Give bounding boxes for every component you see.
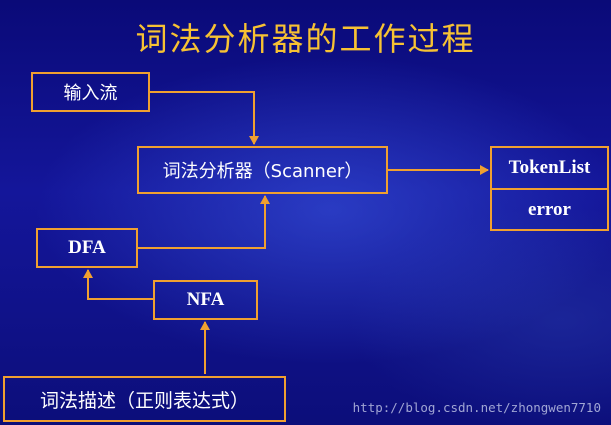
arrow-input-to-scanner: [150, 91, 259, 145]
output-box: TokenList error: [490, 146, 609, 231]
dfa-label: DFA: [68, 237, 106, 258]
dfa-box: DFA: [36, 228, 138, 268]
arrow-dfa-to-scanner: [138, 195, 270, 249]
watermark: http://blog.csdn.net/zhongwen7710: [352, 400, 601, 415]
nfa-box: NFA: [153, 280, 258, 320]
lexical-spec-box: 词法描述（正则表达式）: [3, 376, 286, 422]
scanner-box: 词法分析器（Scanner）: [137, 146, 388, 194]
scanner-label: 词法分析器（Scanner）: [162, 161, 363, 182]
input-stream-box: 输入流: [31, 72, 150, 112]
input-stream-label: 输入流: [63, 83, 118, 104]
arrow-nfa-to-dfa: [83, 269, 153, 300]
lexical-spec-label: 词法描述（正则表达式）: [39, 389, 249, 412]
nfa-label: NFA: [186, 289, 225, 310]
error-label: error: [528, 198, 571, 220]
token-list-label: TokenList: [492, 148, 607, 190]
slide-title: 词法分析器的工作过程: [135, 20, 476, 58]
